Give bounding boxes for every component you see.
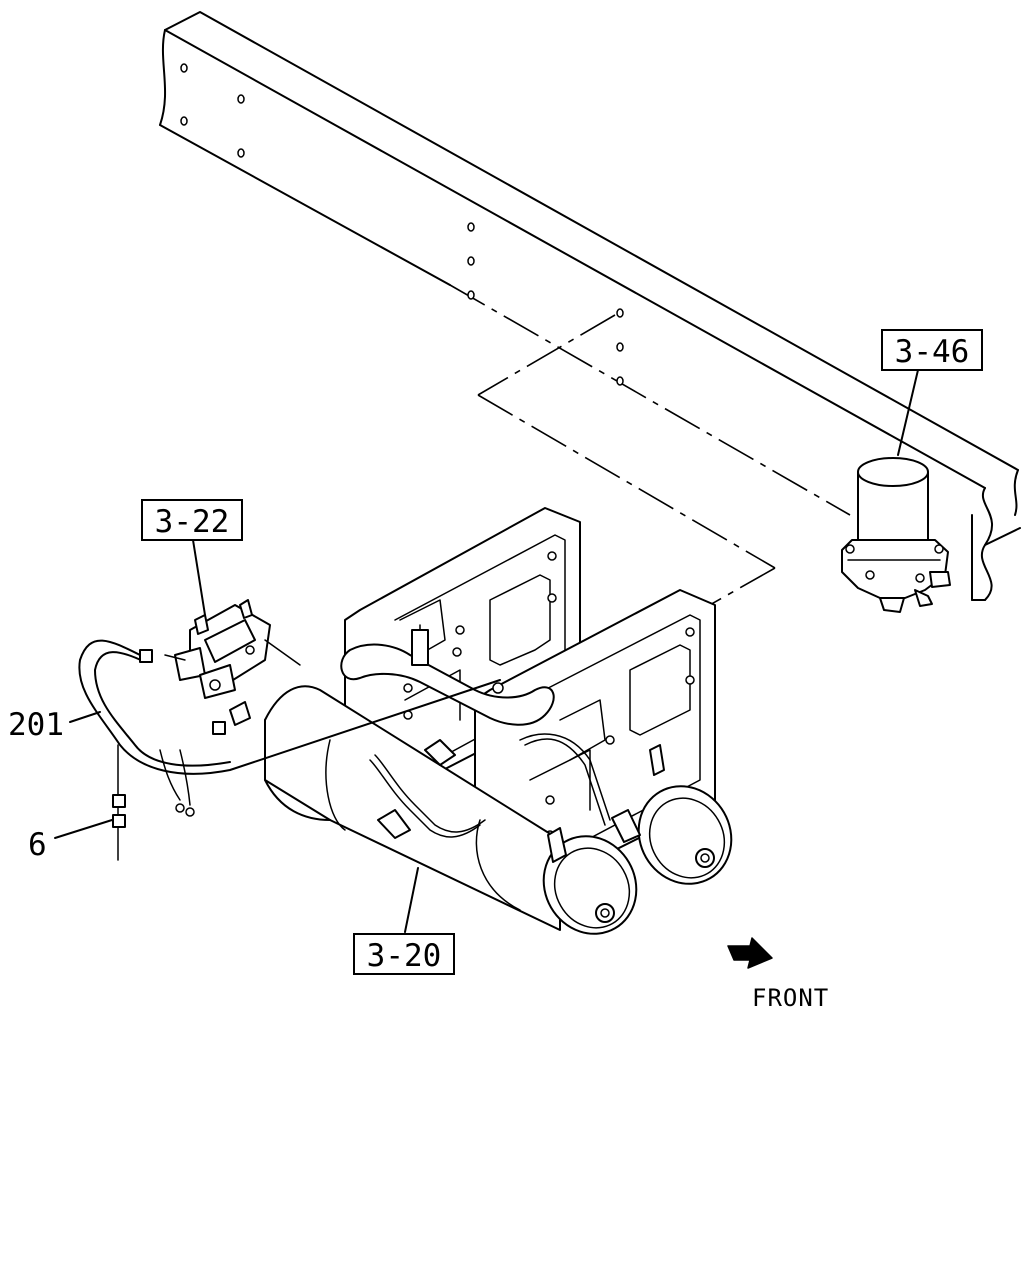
front-indicator: FRONT [727,937,829,1012]
frame-rail [159,11,1021,601]
rail-hole [180,63,188,73]
rail-hole [616,308,624,318]
callout-3-22-label: 3-22 [155,504,230,540]
part-number-6[interactable]: 6 [28,827,47,863]
rail-hole [467,256,475,266]
rail-hole [467,290,475,300]
leader-lines [54,369,919,933]
callout-3-20[interactable]: 3-20 [353,933,455,975]
rail-hole [237,94,245,104]
callout-3-46[interactable]: 3-46 [881,329,983,371]
harness-clips [112,794,126,828]
air-tanks [264,685,733,935]
callout-3-46-label: 3-46 [895,334,970,370]
part-number-201[interactable]: 201 [8,707,64,743]
rail-hole [616,376,624,386]
callout-3-22[interactable]: 3-22 [141,499,243,541]
rail-hole [467,222,475,232]
arrow-right-icon [727,937,773,969]
rail-hole [180,116,188,126]
rail-hole [237,148,245,158]
air-dryer [841,457,951,613]
air-piping [369,624,641,843]
callout-3-20-label: 3-20 [367,938,442,974]
clip [112,814,126,828]
rail-hole [616,342,624,352]
front-label: FRONT [752,984,829,1012]
relay-valve [174,599,271,699]
cross-strap [340,643,555,726]
clip [112,794,126,808]
